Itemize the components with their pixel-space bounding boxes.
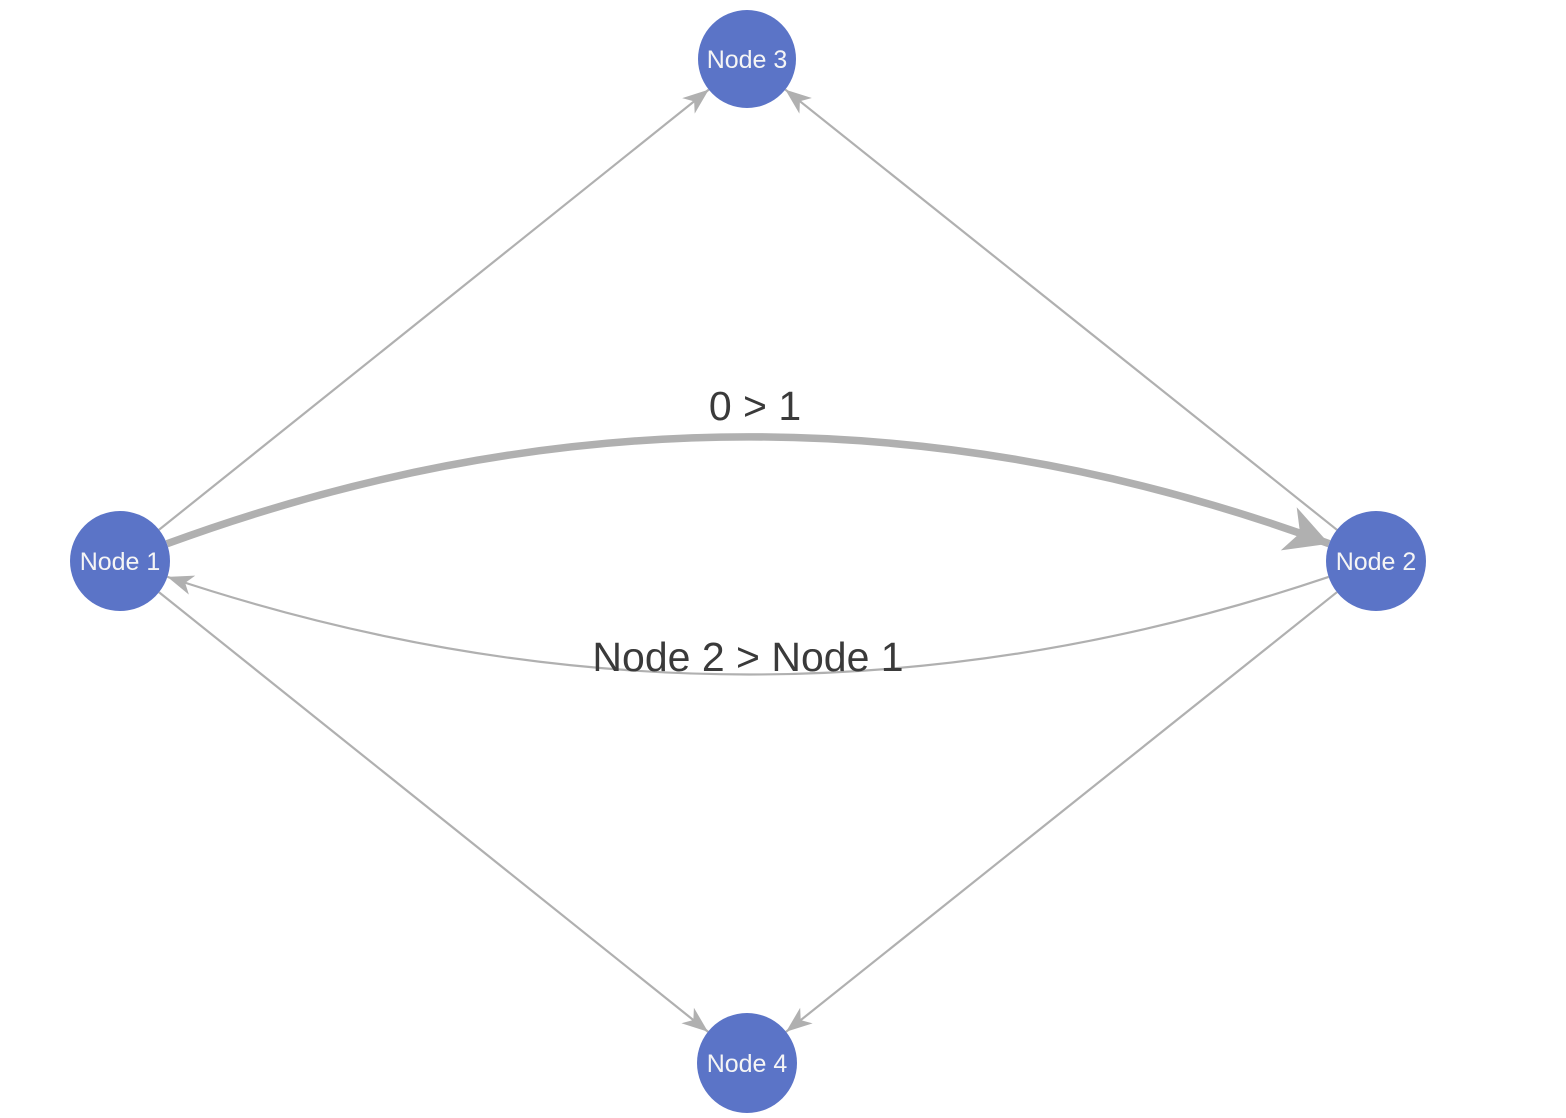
- edge-label-layer: 0 > 1 Node 2 > Node 1: [592, 383, 903, 680]
- node-circle[interactable]: [1326, 511, 1426, 611]
- node-label: Node 1: [80, 548, 161, 576]
- arrowhead-icon: [682, 89, 709, 114]
- node-circle[interactable]: [697, 1013, 797, 1113]
- node-node2[interactable]: Node 2: [1326, 511, 1426, 611]
- arrowhead-icon: [167, 575, 196, 595]
- arrowhead-icon: [785, 89, 812, 114]
- edge-line[interactable]: [165, 433, 1331, 548]
- edge-node2-node1[interactable]: [164, 567, 1329, 676]
- edge-line[interactable]: [784, 88, 1338, 531]
- node-node4[interactable]: Node 4: [697, 1013, 797, 1113]
- node-label: Node 2: [1336, 548, 1417, 576]
- edge-node1-node3[interactable]: [158, 82, 715, 531]
- edge-label: Node 2 > Node 1: [592, 634, 903, 680]
- edge-node2-node3[interactable]: [779, 82, 1338, 531]
- edge-label: 0 > 1: [709, 383, 801, 429]
- edge-line[interactable]: [785, 591, 1338, 1033]
- node-layer: Node 1 Node 2 Node 3 Node 4: [70, 10, 1426, 1113]
- node-node1[interactable]: Node 1: [70, 511, 170, 611]
- arrowhead-icon: [786, 1007, 813, 1032]
- arrowhead-icon: [1280, 507, 1330, 551]
- node-label: Node 4: [707, 1050, 788, 1078]
- node-circle[interactable]: [70, 511, 170, 611]
- edge-line[interactable]: [167, 575, 1329, 676]
- node-node3[interactable]: Node 3: [698, 10, 796, 108]
- edge-layer: [158, 82, 1338, 1039]
- edge-node1-node4[interactable]: [158, 591, 714, 1039]
- edge-line[interactable]: [158, 591, 709, 1033]
- node-label: Node 3: [707, 46, 788, 74]
- edge-node2-node4[interactable]: [780, 591, 1338, 1039]
- edge-node1-node2[interactable]: [165, 433, 1337, 565]
- node-circle[interactable]: [698, 10, 796, 108]
- arrowhead-icon: [681, 1007, 708, 1032]
- edge-line[interactable]: [158, 88, 710, 531]
